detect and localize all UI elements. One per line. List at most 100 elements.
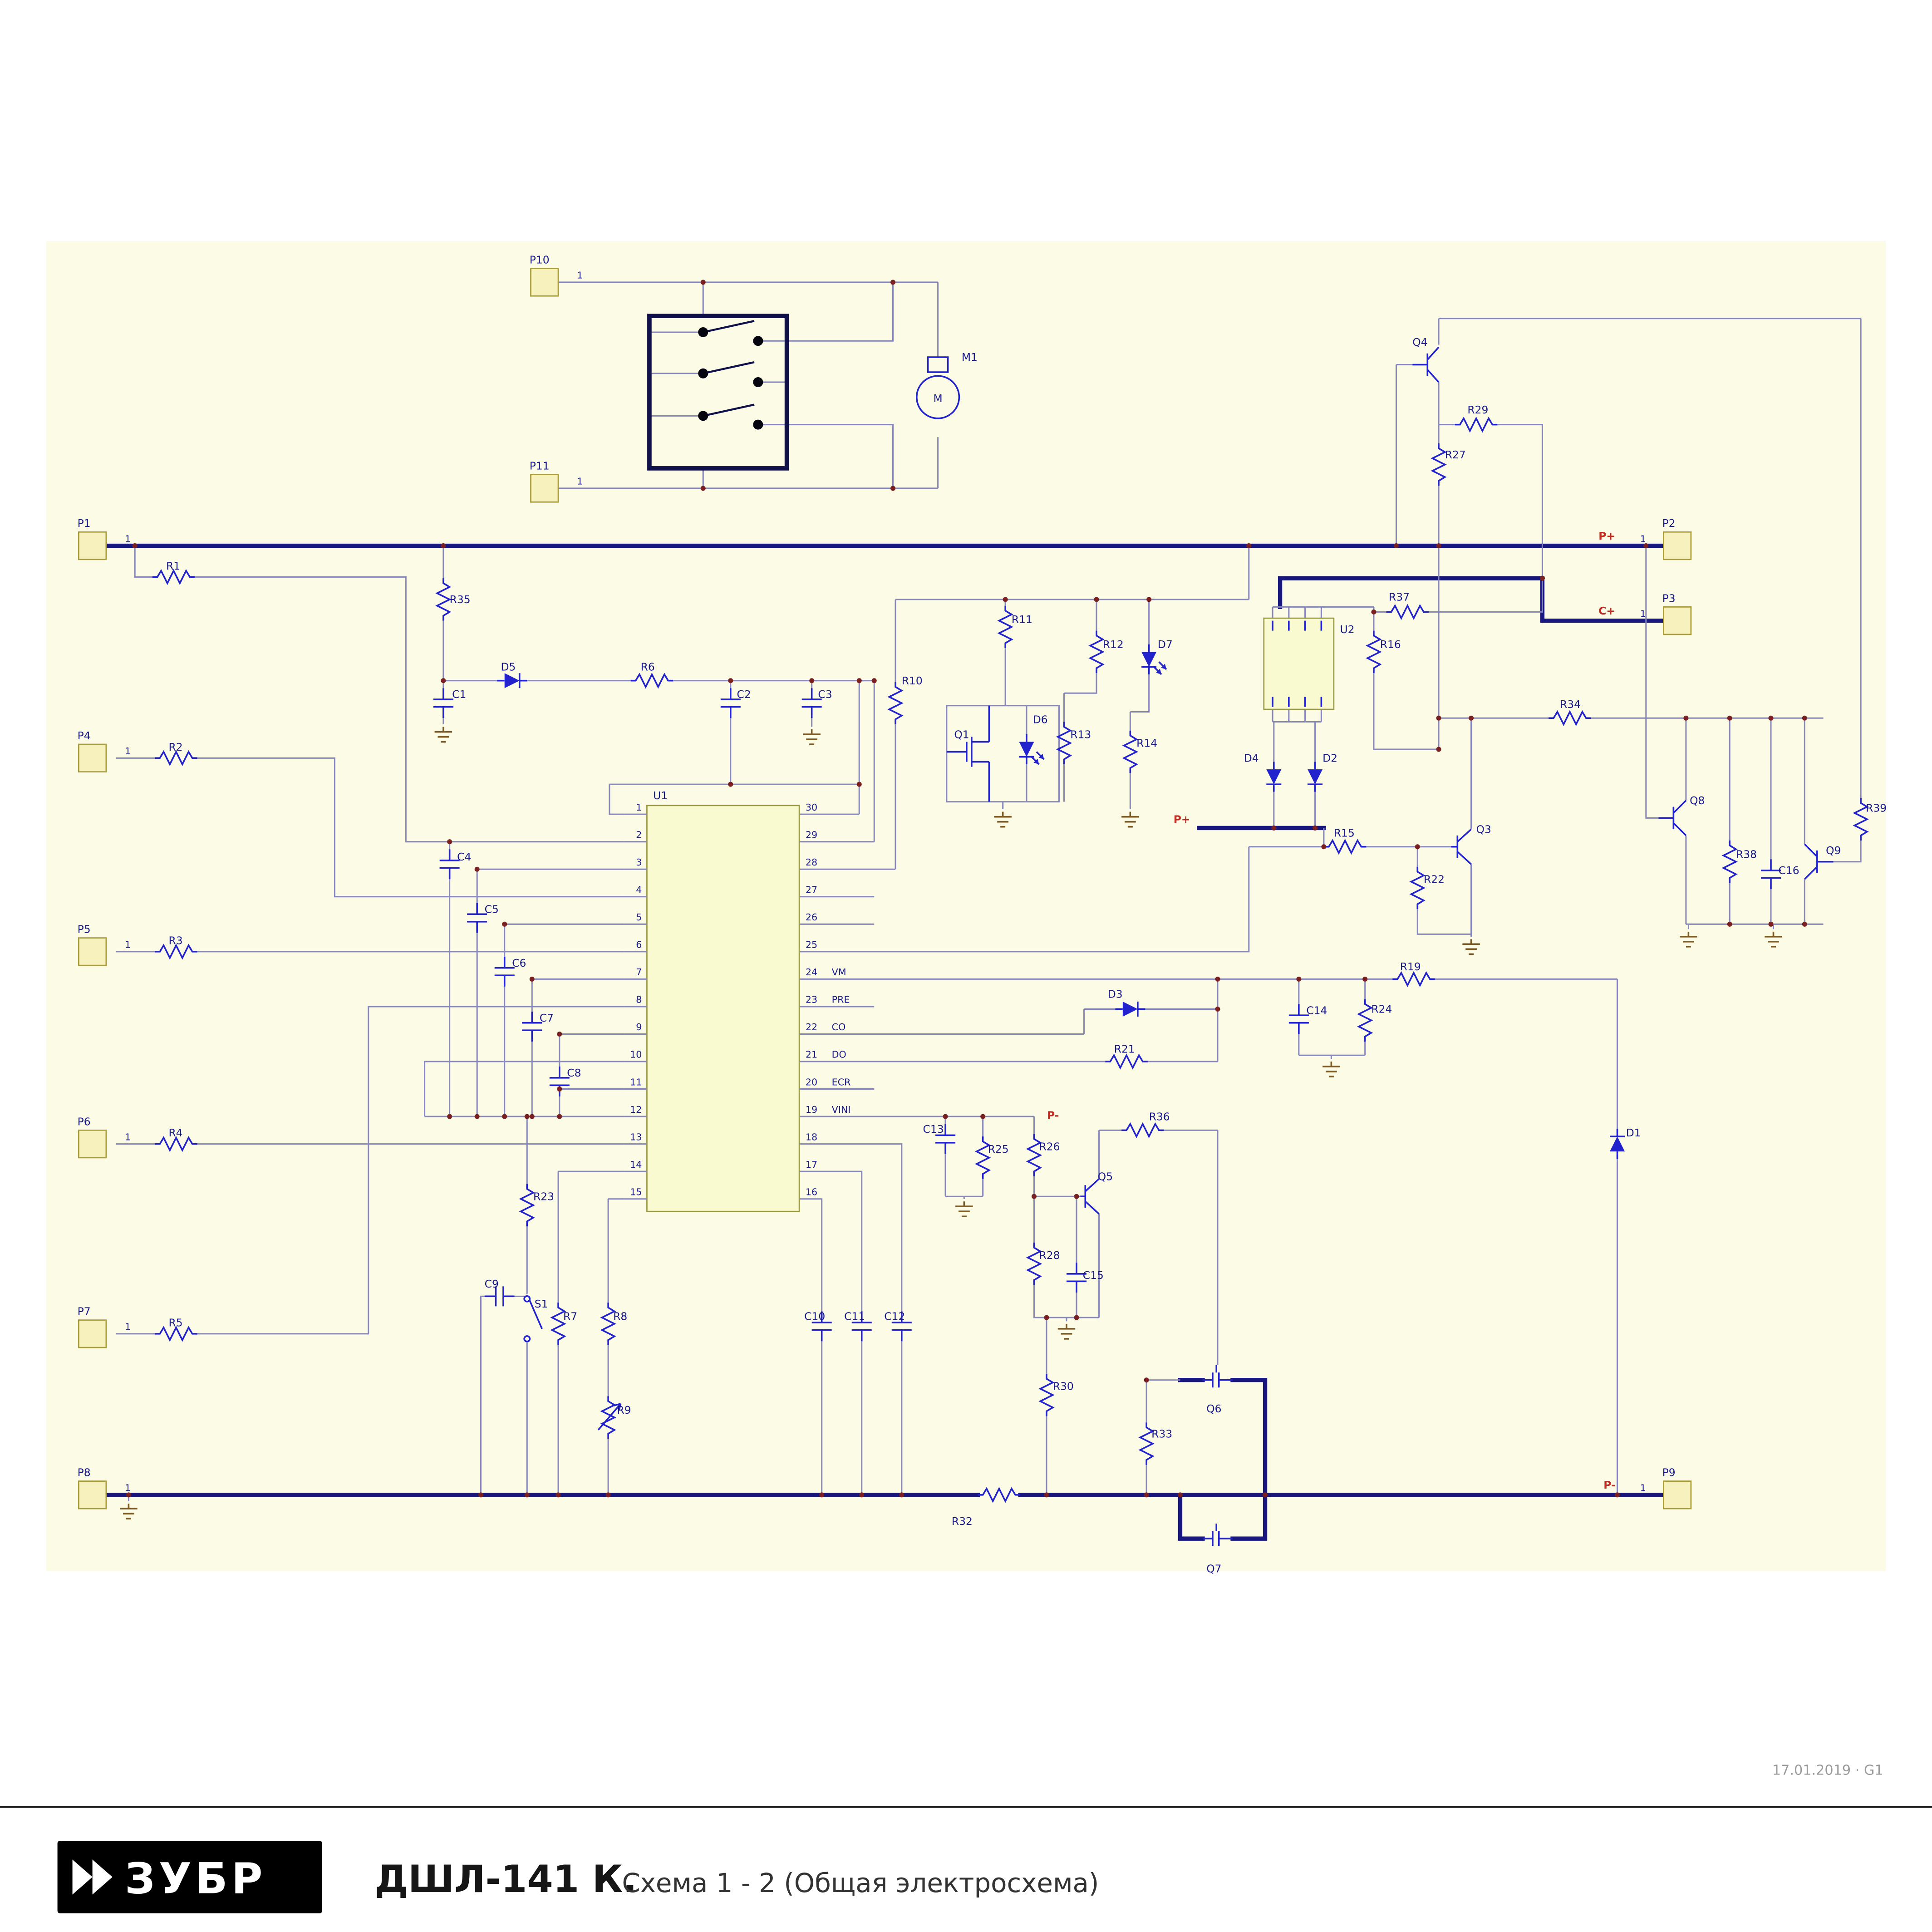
junction-dot: [447, 839, 452, 845]
junction-dot: [1436, 715, 1441, 721]
label-Q4: Q4: [1412, 336, 1427, 349]
connector-pin-P6: 1: [125, 1131, 131, 1142]
label-Q3: Q3: [1476, 823, 1491, 836]
connector-P3: [1662, 606, 1692, 635]
junction-dot: [529, 1114, 535, 1119]
label-R37: R37: [1389, 591, 1410, 604]
label-P-: P-: [1603, 1479, 1615, 1491]
connector-pin-P10: 1: [577, 270, 583, 281]
sheet-date: 17.01.2019 · G1: [1772, 1762, 1883, 1778]
connector-pin-P1: 1: [125, 533, 131, 544]
label-D4: D4: [1244, 752, 1259, 765]
u1-pin-21: 21: [806, 1049, 817, 1060]
junction-dot: [502, 1114, 507, 1119]
junction-dot: [1539, 575, 1545, 581]
label-D2: D2: [1322, 752, 1337, 765]
components: [151, 314, 1868, 1547]
junction-dot: [980, 1114, 986, 1119]
connector-pin-P3: 1: [1640, 608, 1646, 619]
junction-dot: [529, 976, 535, 982]
junction-dot: [1044, 1315, 1049, 1320]
junction-dot: [474, 866, 480, 872]
u1-pin-8: 8: [636, 994, 642, 1005]
connector-name-P1: P1: [78, 517, 91, 530]
schematic-sheet: [46, 241, 1886, 1571]
label-P-: P-: [1047, 1109, 1059, 1122]
junction-dot: [557, 1031, 562, 1037]
u1-pin-12: 12: [630, 1104, 642, 1115]
label-D1: D1: [1626, 1126, 1641, 1139]
label-R29: R29: [1467, 403, 1488, 416]
junction-dot: [1146, 597, 1152, 602]
label-C7: C7: [540, 1012, 554, 1024]
label-R25: R25: [988, 1143, 1009, 1155]
junction-dot: [441, 678, 446, 683]
label-R39: R39: [1866, 802, 1887, 815]
separator-line: [0, 1806, 1932, 1808]
junction-dot: [1094, 597, 1099, 602]
junction-dot: [890, 280, 896, 285]
junction-dot: [728, 678, 733, 683]
junction-dot: [1415, 844, 1420, 850]
connector-pin-P7: 1: [125, 1322, 131, 1332]
u1-pin-9: 9: [636, 1022, 642, 1032]
label-C6: C6: [512, 957, 526, 969]
connector-P6: [78, 1129, 107, 1159]
u1-pin-18: 18: [806, 1131, 817, 1142]
junction-dot: [1768, 921, 1774, 927]
junction-dot: [899, 1492, 905, 1498]
transistors: [946, 346, 1834, 1215]
junction-dot: [700, 486, 706, 491]
u1-pin-16: 16: [806, 1186, 817, 1197]
u1-pin-3: 3: [636, 857, 642, 868]
label-C+: C+: [1598, 605, 1615, 617]
junction-dot: [1321, 844, 1327, 850]
u1-pin-2: 2: [636, 829, 642, 840]
junction-dot: [1436, 747, 1441, 752]
connector-name-P4: P4: [78, 729, 91, 742]
label-Q5: Q5: [1098, 1170, 1113, 1183]
connector-pin-P9: 1: [1640, 1483, 1646, 1494]
junction-dot: [1031, 1194, 1037, 1199]
u1-pin-24: 24: [806, 967, 817, 978]
connector-P2: [1662, 531, 1692, 560]
label-C9: C9: [485, 1278, 499, 1290]
u1-pin-name-DO: DO: [832, 1049, 846, 1060]
junction-dot: [524, 1114, 530, 1119]
connector-name-P10: P10: [530, 254, 550, 266]
junction-dot: [809, 678, 815, 683]
label-D7: D7: [1158, 638, 1173, 651]
label-U1: U1: [653, 789, 668, 802]
label-Q6: Q6: [1206, 1402, 1221, 1415]
switch-S1-contact: [523, 1335, 531, 1342]
junction-dot: [1683, 715, 1689, 721]
junction-dot: [478, 1492, 483, 1498]
label-C14: C14: [1306, 1004, 1327, 1017]
label-R12: R12: [1103, 638, 1124, 651]
connector-P11: [530, 474, 559, 503]
motor-M1: [916, 356, 960, 419]
label-R3: R3: [168, 934, 182, 947]
connector-P9: [1662, 1480, 1692, 1509]
label-R10: R10: [902, 674, 923, 687]
junction-dot: [441, 543, 446, 549]
connector-pin-P4: 1: [125, 746, 131, 757]
page-title: ДШЛ-141 К.: [375, 1858, 637, 1901]
junction-dot: [557, 1086, 562, 1092]
junction-dot: [1615, 1492, 1620, 1498]
label-R28: R28: [1039, 1249, 1060, 1262]
u1-pin-30: 30: [806, 802, 817, 813]
junction-dot: [474, 1114, 480, 1119]
connector-P10: [530, 268, 559, 297]
connector-pin-P11: 1: [577, 476, 583, 487]
label-R32: R32: [952, 1515, 973, 1528]
connector-pin-P2: 1: [1640, 533, 1646, 544]
label-C11: C11: [844, 1310, 865, 1323]
label-Q8: Q8: [1690, 794, 1705, 807]
label-C12: C12: [884, 1310, 905, 1323]
u1-pin-name-VM: VM: [832, 967, 846, 978]
junction-dot: [728, 782, 733, 787]
junction-dot: [943, 1114, 948, 1119]
connector-name-P9: P9: [1662, 1466, 1676, 1479]
